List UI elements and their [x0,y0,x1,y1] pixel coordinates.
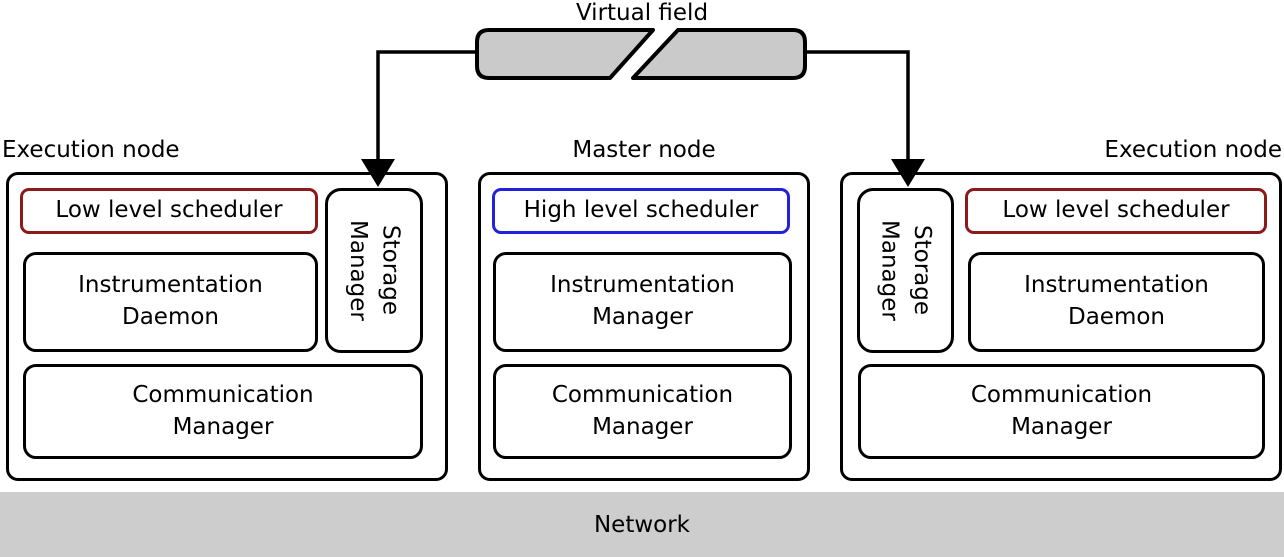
communication-manager-master-box: Communication Manager [493,364,792,459]
storage-manager-left-label: Storage Manager [345,220,404,321]
storage-manager-right-box: Storage Manager [857,188,954,353]
connector-line-right [805,50,910,162]
communication-manager-left-box: Communication Manager [23,364,423,459]
storage-manager-left-box: Storage Manager [325,188,423,353]
connector-line-left [376,50,477,162]
master-node-title: Master node [572,137,716,163]
network-bar: Network [0,492,1284,557]
high-level-scheduler-box: High level scheduler [492,188,790,234]
execution-node-right-title: Execution node [1104,137,1282,163]
low-level-scheduler-left-box: Low level scheduler [20,188,318,234]
instrumentation-daemon-right-box: Instrumentation Daemon [968,252,1265,352]
communication-manager-right-box: Communication Manager [858,364,1265,459]
network-label: Network [593,511,691,538]
instrumentation-daemon-left-box: Instrumentation Daemon [23,252,318,352]
virtual-field-bar-left [475,28,655,80]
instrumentation-manager-box: Instrumentation Manager [493,252,792,352]
storage-manager-right-label: Storage Manager [876,220,936,321]
virtual-field-bar-right [631,28,807,80]
low-level-scheduler-right-box: Low level scheduler [965,188,1267,234]
virtual-field-label: Virtual field [575,0,709,26]
execution-node-left-title: Execution node [2,137,180,163]
